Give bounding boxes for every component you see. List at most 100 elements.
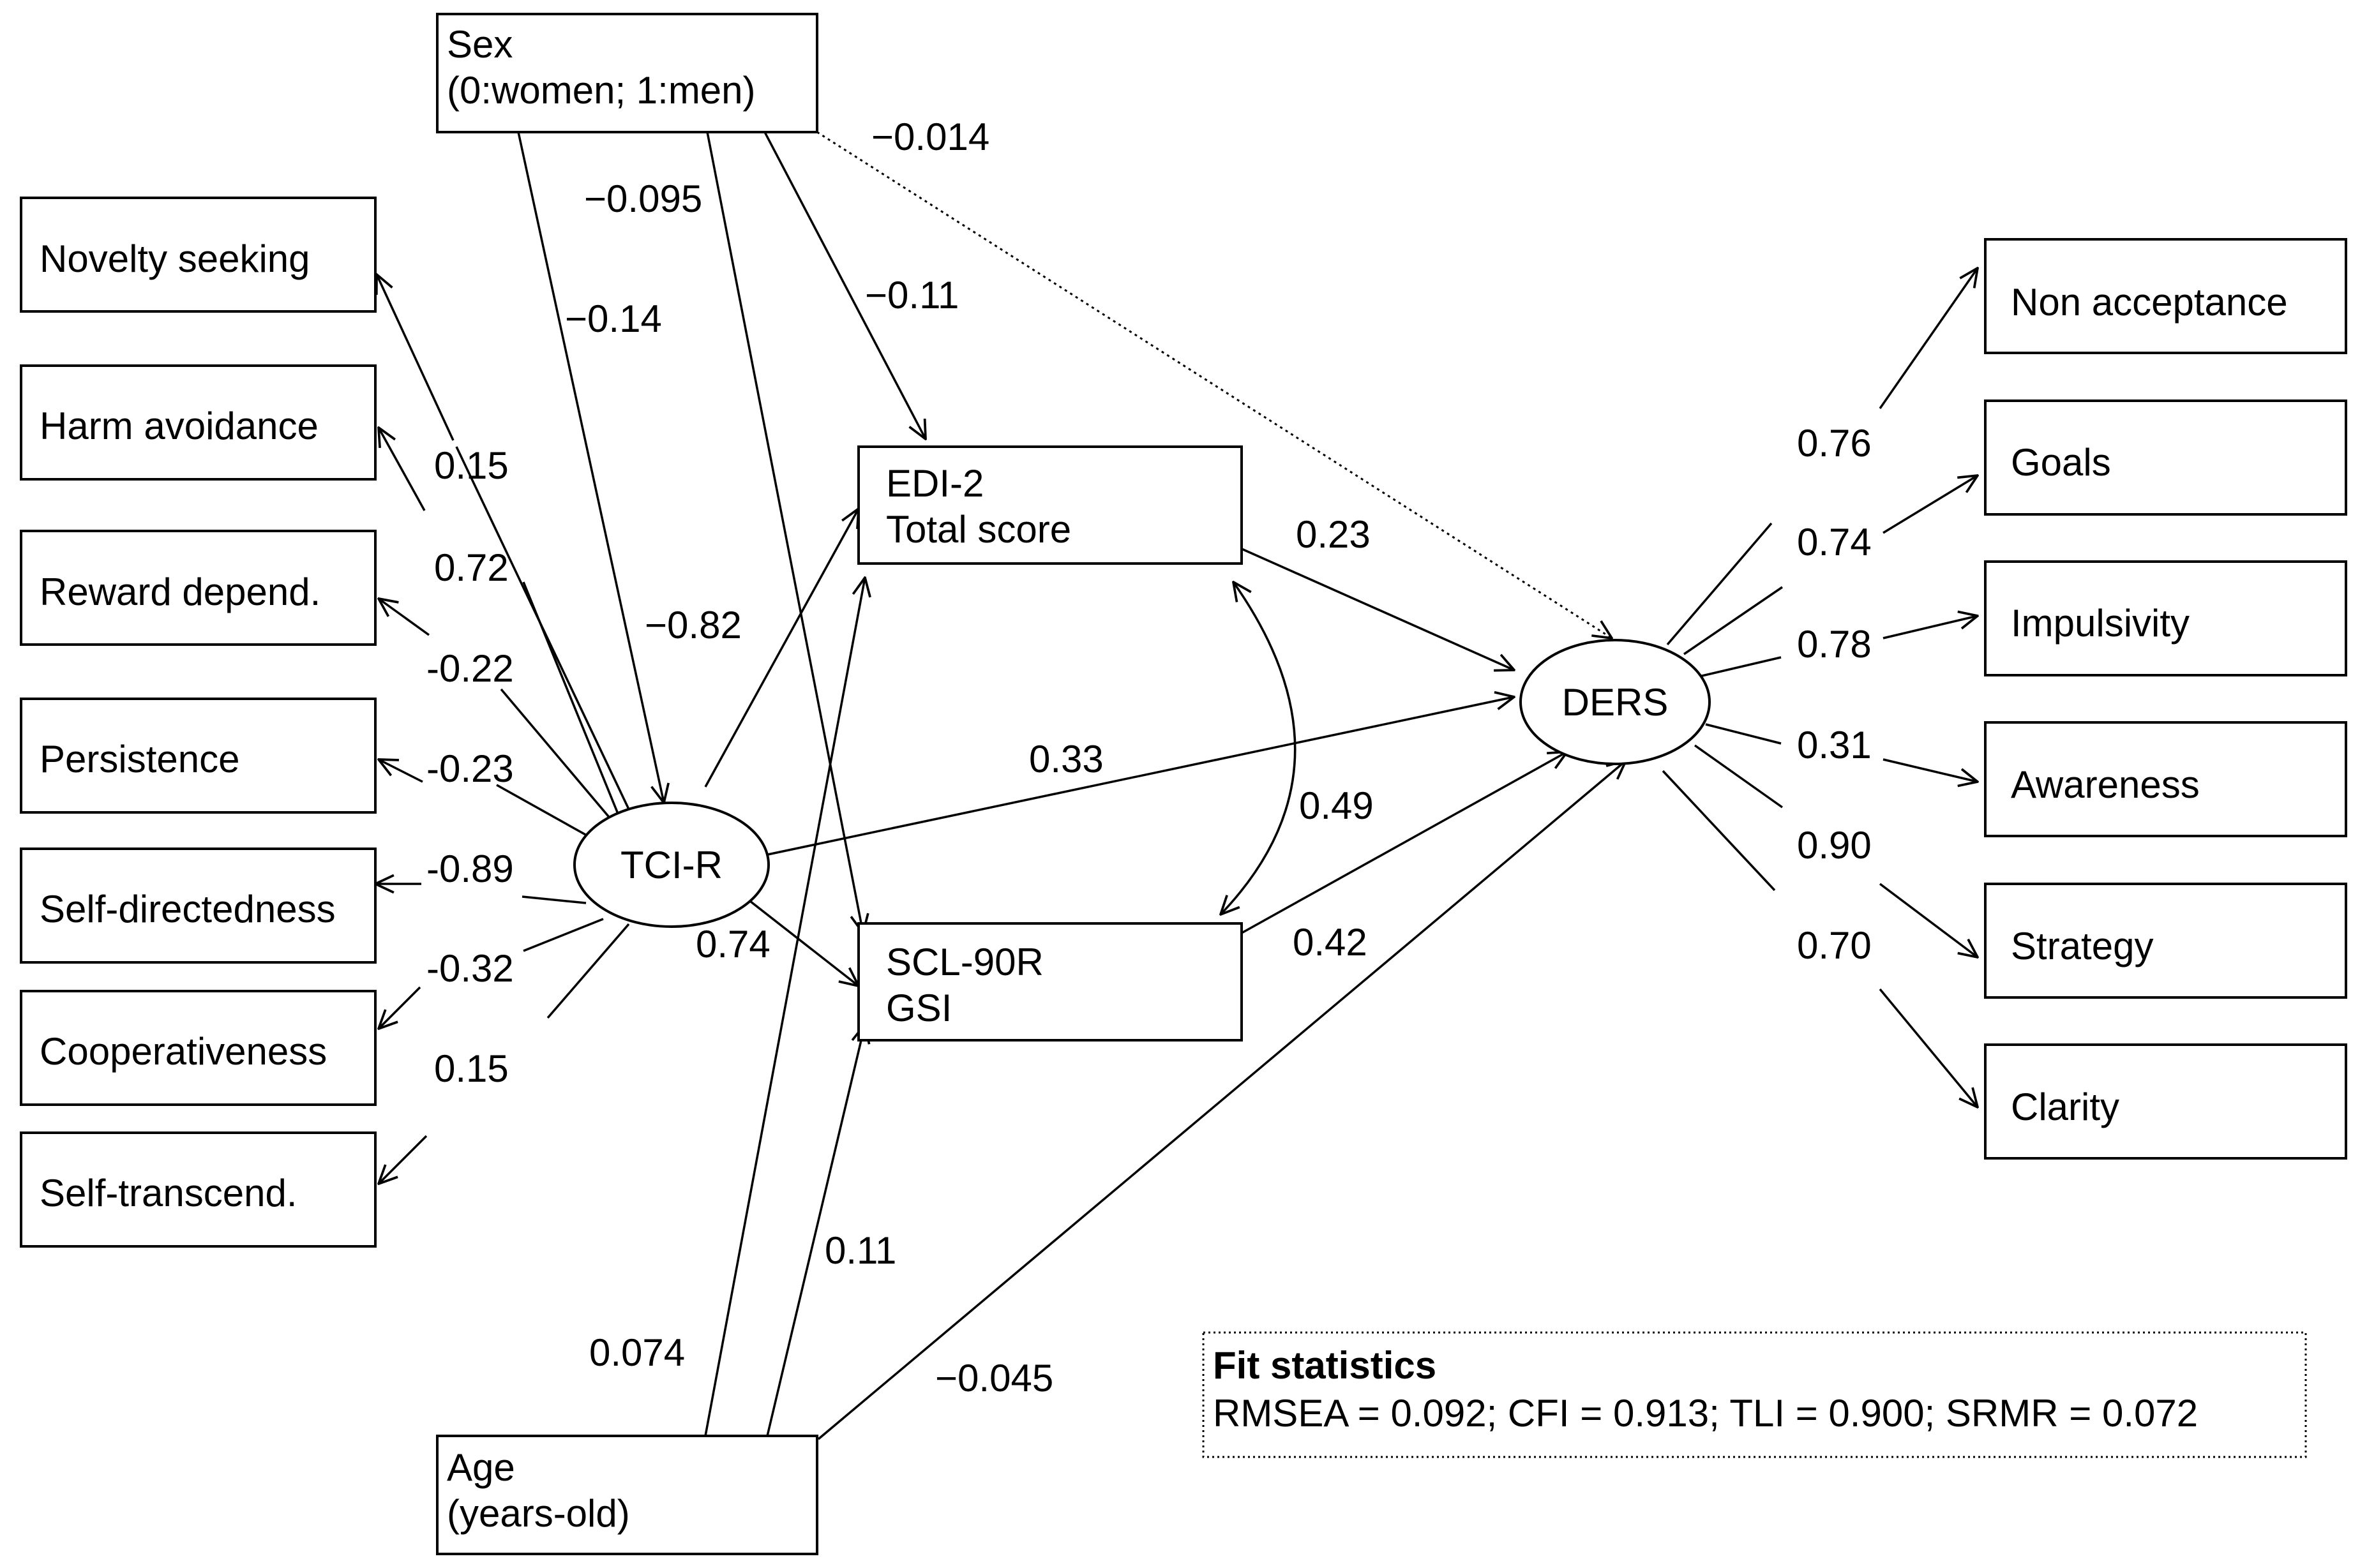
indicator-strategy: Strategy	[1984, 883, 2347, 999]
indicator-label: Self-transcend.	[40, 1172, 297, 1214]
edge-tcir-harm	[379, 428, 426, 511]
tci-indicators: Novelty seeking Harm avoidance Reward de…	[20, 197, 377, 1248]
edge-ders-strategy	[1879, 883, 1978, 957]
edge-sex-edi	[763, 131, 926, 439]
indicator-cooperativeness: Cooperativeness	[20, 990, 377, 1106]
edi-sublabel: Total score	[886, 508, 1071, 551]
age-unit-label: (years-old)	[447, 1492, 630, 1535]
edge-age-ders	[817, 761, 1626, 1440]
node-ders: DERS	[1519, 639, 1711, 765]
indicator-non-acceptance: Non acceptance	[1984, 238, 2347, 354]
coef-age-edi: 0.074	[589, 1331, 685, 1374]
coef-loading-selfdir: -0.89	[426, 847, 514, 890]
age-label: Age	[447, 1446, 515, 1489]
indicator-harm-avoidance: Harm avoidance	[20, 364, 377, 481]
edge-sex-scl	[706, 131, 863, 933]
edge-ders-strategy-lower	[1694, 744, 1784, 809]
ders-label: DERS	[1562, 681, 1669, 724]
indicator-label: Cooperativeness	[40, 1030, 327, 1073]
coef-loading-awareness: 0.31	[1797, 724, 1872, 766]
node-scl: SCL-90R GSI	[857, 922, 1243, 1042]
coef-loading-persistence: -0.23	[426, 747, 514, 790]
edge-age-edi	[704, 578, 865, 1437]
edge-ders-awareness-lower	[1705, 723, 1782, 745]
coef-loading-reward: -0.22	[426, 647, 514, 690]
edge-tcir-persistence-lower	[496, 784, 594, 840]
coef-loading-impuls: 0.78	[1797, 623, 1872, 666]
coef-sex-tcir: −0.14	[565, 297, 662, 340]
edge-tcir-coop-lower	[523, 918, 604, 952]
edge-tcir-harm-lower	[522, 581, 619, 814]
coef-scl-ders: 0.42	[1293, 921, 1367, 964]
edge-edi-ders	[1241, 548, 1514, 670]
edge-tcir-selfdir-lower	[522, 895, 587, 904]
fit-statistics-title: Fit statistics	[1213, 1344, 1436, 1387]
node-sex: Sex (0:women; 1:men)	[436, 13, 818, 133]
indicator-label: Non acceptance	[2011, 281, 2288, 324]
edge-tcir-novelty	[377, 274, 455, 441]
fit-statistics-values: RMSEA = 0.092; CFI = 0.913; TLI = 0.900;…	[1213, 1392, 2198, 1435]
indicator-label: Clarity	[2011, 1086, 2119, 1128]
coef-sex-ders: −0.014	[871, 116, 989, 158]
edge-tcir-reward	[379, 599, 430, 636]
edge-ders-clarity-lower	[1662, 770, 1776, 892]
edge-sex-ders	[816, 131, 1612, 638]
indicator-label: Reward depend.	[40, 571, 320, 613]
edge-sex-tcir	[517, 131, 664, 803]
coef-tcir-scl: 0.74	[696, 923, 770, 966]
edge-tcir-reward-lower	[500, 688, 613, 821]
node-age: Age (years-old)	[436, 1435, 818, 1555]
edge-ders-impuls	[1883, 616, 1978, 639]
coef-edi-ders: 0.23	[1296, 513, 1371, 556]
coef-loading-harm: 0.72	[434, 546, 509, 589]
coef-loading-clarity: 0.70	[1797, 924, 1872, 967]
edge-ders-awareness	[1883, 758, 1978, 782]
edge-tcir-scl	[743, 895, 859, 986]
edge-tcir-persistence	[379, 759, 423, 783]
edge-age-scl	[766, 1024, 865, 1437]
indicator-self-transcendence: Self-transcend.	[20, 1131, 377, 1248]
sex-coding-label: (0:women; 1:men)	[447, 69, 756, 112]
indicator-label: Strategy	[2011, 925, 2153, 967]
indicator-label: Harm avoidance	[40, 405, 319, 447]
indicator-label: Persistence	[40, 738, 239, 780]
edges	[375, 131, 1978, 1440]
edge-scl-ders	[1241, 752, 1567, 934]
coef-age-ders: −0.045	[935, 1357, 1053, 1400]
edge-edi-scl-covariance	[1221, 582, 1296, 915]
coef-sex-scl: −0.095	[584, 177, 702, 220]
indicator-label: Self-directedness	[40, 888, 336, 930]
edge-tcir-selftrans	[379, 1135, 428, 1184]
scl-label: SCL-90R	[886, 941, 1044, 983]
coef-loading-strategy: 0.90	[1797, 824, 1872, 867]
tcir-label: TCI-R	[620, 844, 723, 886]
coef-loading-coop: -0.32	[426, 947, 514, 990]
indicator-label: Goals	[2011, 441, 2111, 484]
edi-label: EDI-2	[886, 462, 984, 505]
indicator-label: Novelty seeking	[40, 237, 310, 280]
node-tcir: TCI-R	[573, 802, 770, 928]
coef-edi-scl-cov: 0.49	[1299, 784, 1374, 827]
edge-tcir-coop	[379, 986, 421, 1029]
fit-statistics-box: Fit statistics RMSEA = 0.092; CFI = 0.91…	[1202, 1331, 2307, 1458]
coef-tcir-edi: −0.82	[645, 604, 742, 646]
indicator-clarity: Clarity	[1984, 1043, 2347, 1160]
edge-ders-nonaccept	[1879, 268, 1978, 409]
indicator-self-directedness: Self-directedness	[20, 847, 377, 964]
coef-sex-edi: −0.11	[865, 274, 959, 317]
edge-tcir-edi	[704, 509, 859, 788]
edge-tcir-ders	[764, 697, 1514, 856]
indicator-persistence: Persistence	[20, 698, 377, 814]
coef-tcir-ders: 0.33	[1029, 738, 1104, 780]
edge-ders-clarity	[1879, 988, 1978, 1107]
edge-ders-nonaccept-lower	[1666, 522, 1773, 646]
scl-sublabel: GSI	[886, 987, 952, 1029]
node-edi: EDI-2 Total score	[857, 445, 1243, 565]
indicator-label: Impulsivity	[2011, 602, 2190, 645]
coef-loading-selftrans: 0.15	[434, 1047, 509, 1090]
indicator-awareness: Awareness	[1984, 721, 2347, 837]
edge-tcir-selftrans-lower	[546, 923, 630, 1019]
indicator-impulsivity: Impulsivity	[1984, 560, 2347, 676]
coef-loading-nonaccept: 0.76	[1797, 422, 1872, 465]
